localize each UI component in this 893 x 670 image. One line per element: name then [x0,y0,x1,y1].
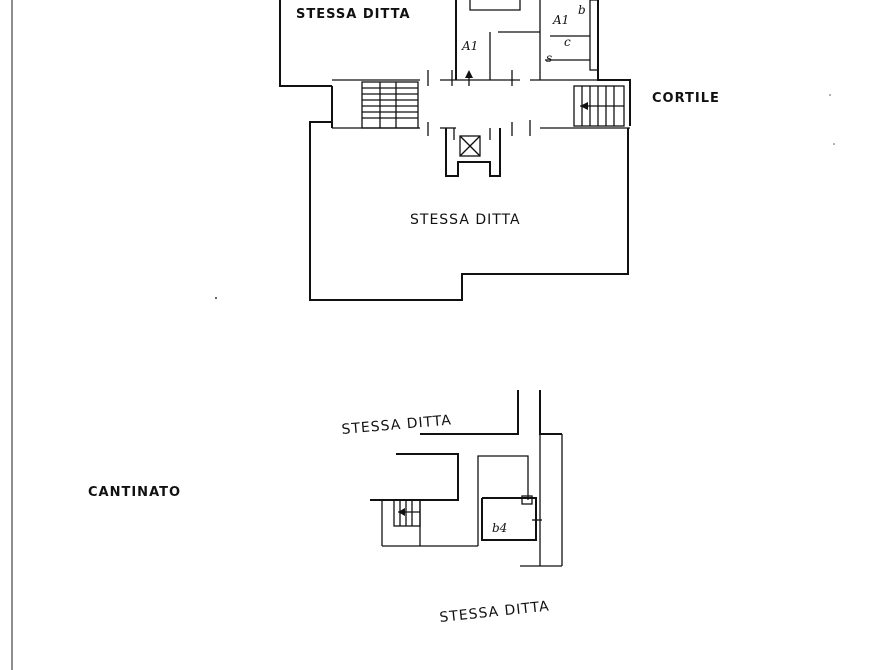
room-mark-a1-right: A1 [552,13,569,27]
basement-plan [370,390,563,567]
basement-bottom-label: STESSA DITTA [439,599,551,626]
room-mark-basement-cell: b4 [492,521,507,535]
basement-cell [481,495,542,541]
main-room-label: STESSA DITTA [410,212,521,228]
basement-title: CANTINATO [88,485,181,500]
room-mark-s: s [546,51,552,65]
main-room-walls [309,121,629,301]
entrance-arrow-icon [465,70,473,78]
right-stair [573,85,625,127]
courtyard-label: CORTILE [652,91,720,106]
left-stair [361,81,419,129]
top-room-label: STESSA DITTA [296,7,411,22]
ground-floor-plan [279,0,631,301]
top-left-room-walls [279,0,332,87]
basement-stair [393,499,421,527]
room-mark-a1-left: A1 [461,39,478,53]
room-mark-c: c [564,35,571,49]
elevator-shaft [445,128,501,177]
room-mark-b: b [578,3,586,17]
